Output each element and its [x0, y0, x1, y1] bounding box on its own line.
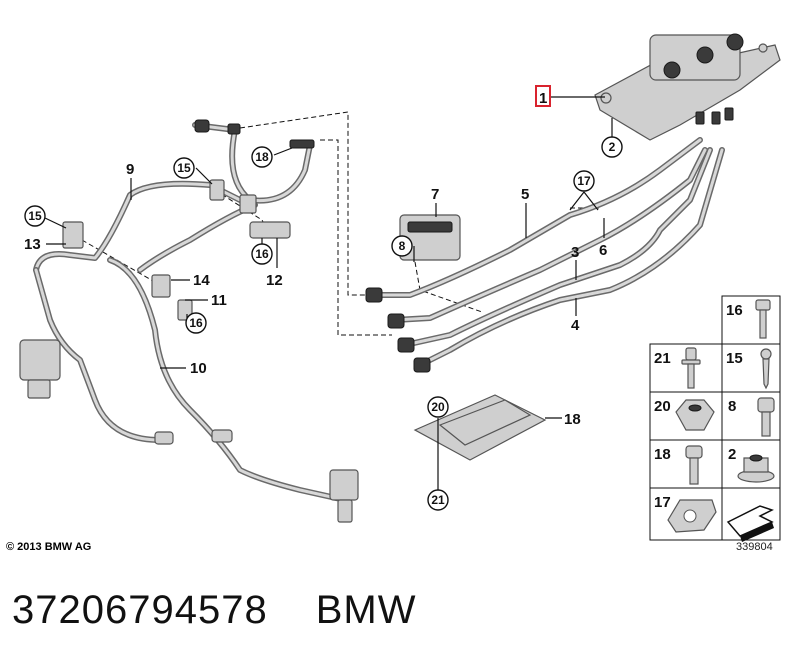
flange-nut-icon — [737, 454, 775, 483]
label-3: 3 — [571, 244, 579, 261]
label-13: 13 — [24, 236, 41, 253]
nut-icon — [675, 399, 715, 431]
label-17: 17 — [577, 174, 591, 188]
highlight-box — [535, 85, 551, 107]
label-15-left: 15 — [28, 209, 42, 223]
label-20: 20 — [431, 400, 445, 414]
screw-icon — [681, 347, 701, 389]
label-15-upper: 15 — [177, 161, 191, 175]
image-number: 339804 — [736, 541, 773, 553]
brand-name: BMW — [315, 588, 417, 632]
brake-pipes — [33, 122, 725, 503]
cell-label-18: 18 — [654, 446, 671, 463]
cell-label-20: 20 — [654, 398, 671, 415]
label-9: 9 — [126, 161, 134, 178]
label-21: 21 — [431, 493, 445, 507]
cell-label-15: 15 — [726, 350, 743, 367]
label-1: 1 — [539, 90, 547, 107]
label-16-left: 16 — [189, 316, 203, 330]
cell-label-16: 16 — [726, 302, 743, 319]
label-8: 8 — [399, 239, 406, 253]
part-number: 37206794578 — [12, 588, 268, 632]
label-12: 12 — [266, 272, 283, 289]
label-5: 5 — [521, 186, 529, 203]
label-2: 2 — [609, 140, 616, 154]
footer: 37206794578 BMW — [12, 588, 416, 633]
label-11: 11 — [211, 292, 227, 309]
label-4: 4 — [571, 317, 580, 334]
direction-arrow-icon — [726, 505, 774, 542]
long-screw-icon — [760, 348, 772, 390]
label-19: 18 — [564, 411, 581, 428]
circled-labels: 2 8 15 15 16 16 17 18 20 21 — [24, 136, 623, 511]
label-10: 10 — [190, 360, 207, 377]
cell-label-17: 17 — [654, 494, 671, 511]
cell-label-8: 8 — [728, 398, 736, 415]
callout-labels: 1 3 4 5 6 7 9 10 11 12 13 14 18 — [24, 90, 607, 428]
label-16-mid: 16 — [255, 247, 269, 261]
bolt-icon — [755, 299, 771, 339]
small-parts-table: 16 21 15 20 8 18 2 17 — [649, 295, 781, 542]
fittings — [19, 33, 781, 523]
leader-lines — [44, 96, 613, 490]
label-7: 7 — [431, 186, 439, 203]
label-14: 14 — [193, 272, 210, 289]
cell-label-2: 2 — [728, 446, 736, 463]
parts-diagram: 1 3 4 5 6 7 9 10 11 12 13 14 18 2 8 15 1… — [19, 33, 781, 542]
clip-icon — [667, 499, 717, 533]
hex-bolt-icon — [685, 445, 703, 485]
socket-bolt-icon — [757, 397, 775, 437]
copyright-text: © 2013 BMW AG — [6, 541, 92, 553]
label-6: 6 — [599, 242, 607, 259]
cell-label-21: 21 — [654, 350, 671, 367]
label-18: 18 — [255, 150, 269, 164]
